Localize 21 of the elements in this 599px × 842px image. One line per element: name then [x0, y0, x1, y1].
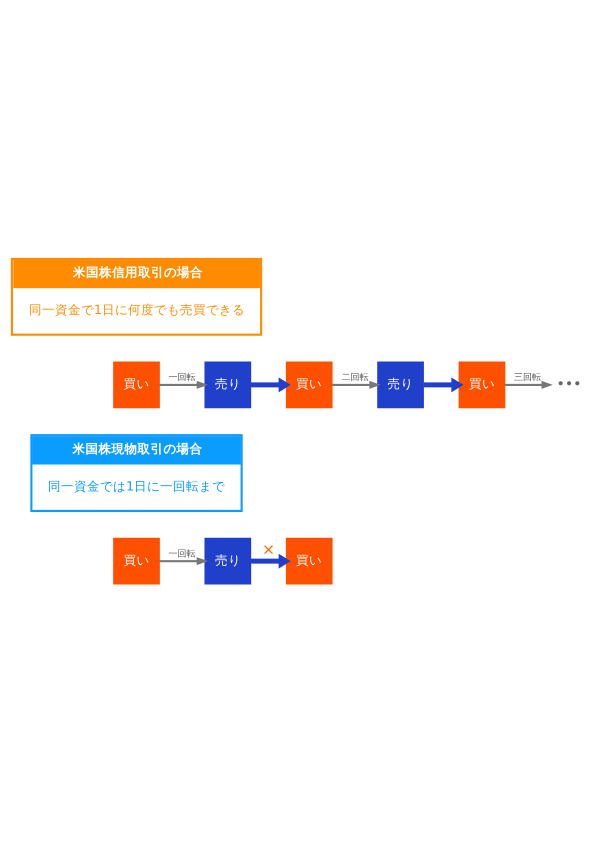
edge-label: 一回転 — [168, 372, 196, 384]
node-box: 売り — [204, 362, 252, 408]
node-text: ••• — [556, 376, 582, 392]
node-box: 買い — [286, 538, 333, 585]
arrow — [160, 557, 208, 566]
edge-label: × — [262, 540, 276, 559]
node-box: 買い — [113, 538, 160, 585]
arrow — [160, 380, 208, 389]
node-box: 売り — [377, 362, 424, 408]
node-box: 買い — [286, 362, 333, 408]
edge-label: 三回転 — [514, 372, 541, 384]
arrow — [251, 377, 291, 392]
arrow — [332, 380, 381, 389]
arrow — [424, 377, 464, 392]
edge-label: 一回転 — [168, 548, 196, 560]
node-box: 買い — [458, 362, 506, 408]
edge-label: 二回転 — [341, 372, 368, 384]
node-box: 売り — [204, 538, 252, 585]
arrow — [505, 380, 553, 389]
arrow — [250, 554, 291, 569]
node-box: 買い — [113, 362, 160, 408]
